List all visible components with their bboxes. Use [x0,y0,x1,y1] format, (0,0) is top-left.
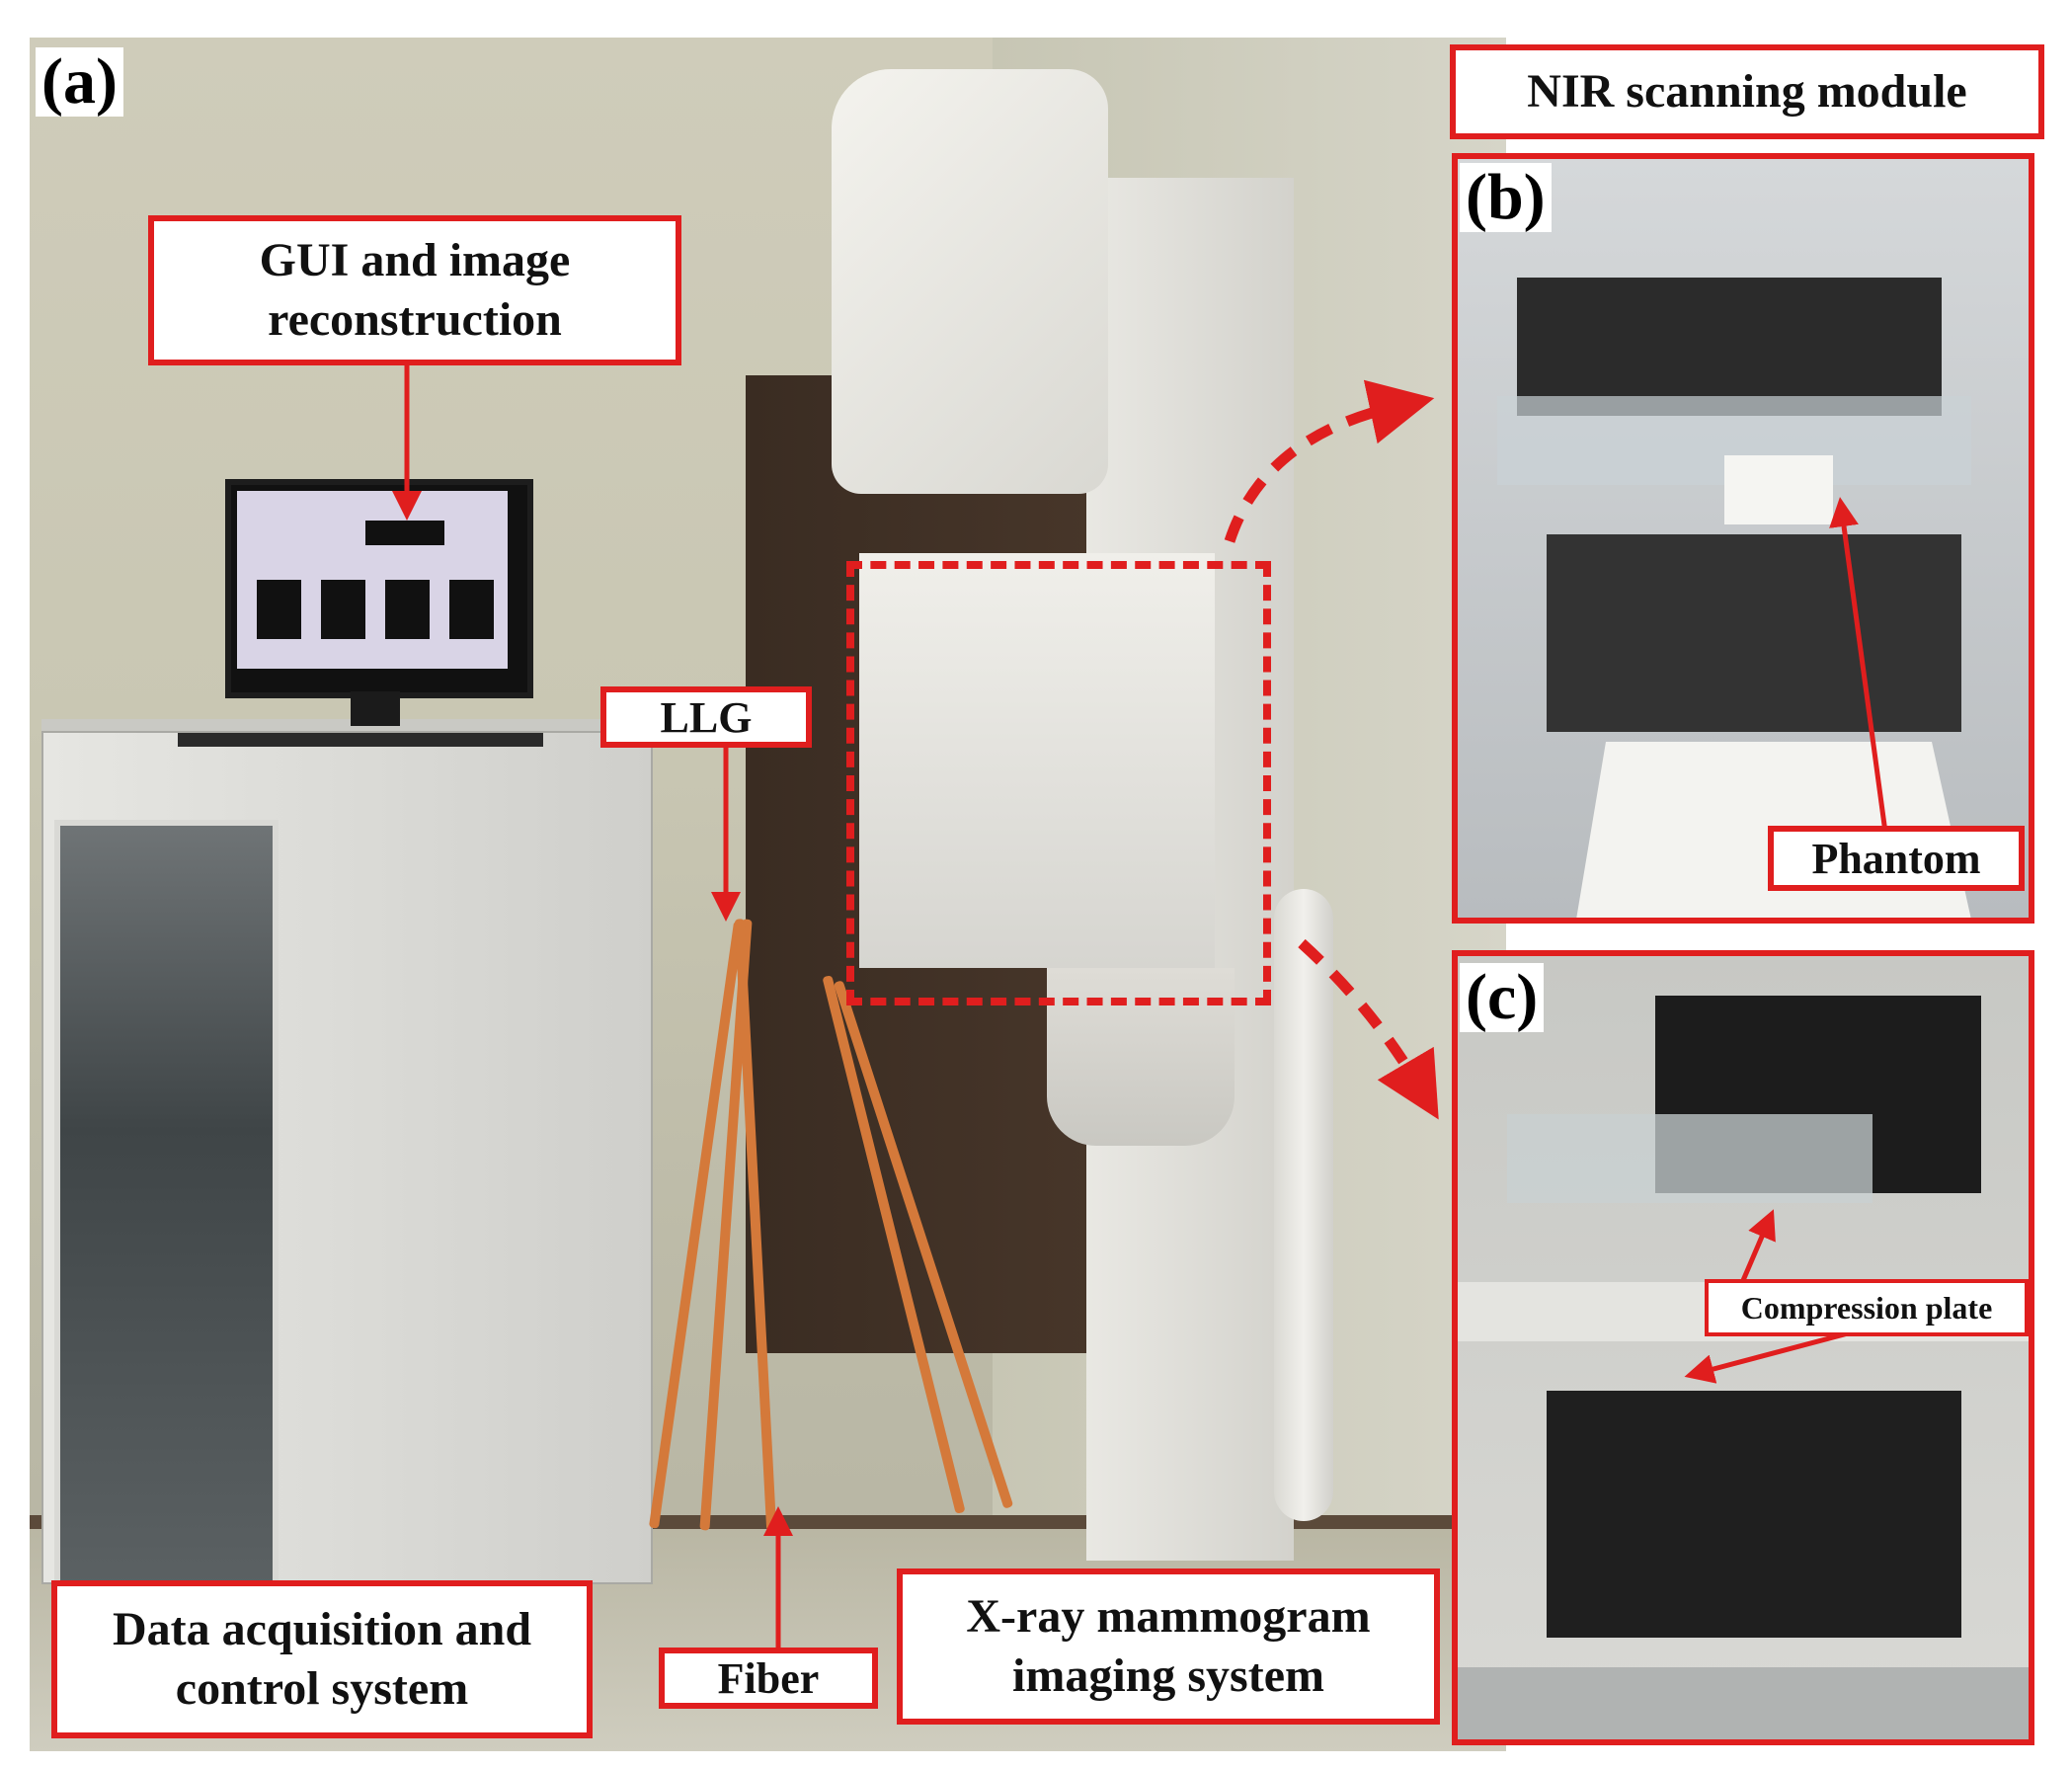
label-data-acquisition-control-system: Data acquisition and control system [51,1580,593,1738]
monitor-screen [237,491,508,669]
keyboard [178,733,543,747]
phantom-arrow [1829,497,1889,841]
monitor-stand [351,691,400,726]
dashed-arrow-to-panel-b [1224,379,1435,543]
nir-module-sideview-graphic [1458,996,2029,1739]
xray-tube-head [832,69,1108,494]
label-compression-plate: Compression plate [1705,1279,2029,1336]
nir-module-highlight-box [846,561,1271,1005]
xray-compression-arm [859,553,1215,968]
label-fiber: Fiber [659,1648,878,1709]
label-phantom: Phantom [1768,826,2025,891]
dashed-arrow-to-panel-c [1298,938,1439,1120]
cabinet-glass-door [54,820,279,1592]
inset-photo-panel-c [1452,950,2034,1745]
label-gui-image-reconstruction: GUI and image reconstruction [148,215,681,365]
panel-label-c: (c) [1460,963,1545,1032]
label-xray-mammogram-imaging-system: X-ray mammogram imaging system [897,1568,1440,1725]
label-llg: LLG [600,686,812,748]
panel-label-b: (b) [1460,163,1552,232]
flexible-hose [1274,889,1333,1521]
label-nir-scanning-module: NIR scanning module [1450,44,2044,139]
panel-label-a: (a) [36,47,123,117]
gui-screenshot-graphic [257,521,494,639]
